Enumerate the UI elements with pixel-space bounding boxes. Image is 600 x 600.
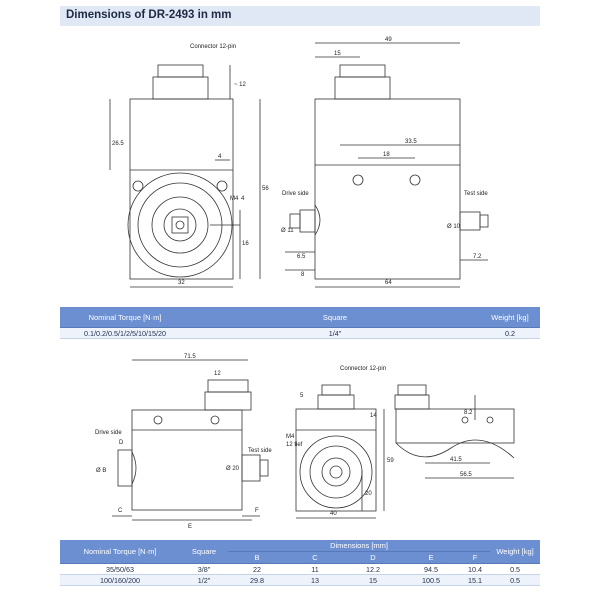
cell-D: 12.2 [344, 563, 402, 575]
cell-B: 22 [228, 563, 286, 575]
dim-40: 40 [330, 511, 337, 517]
header-weight: Weight [kg] [490, 540, 541, 564]
header-square: Square [180, 540, 228, 564]
header-C: C [286, 551, 344, 564]
cell-F: 15.1 [460, 574, 491, 586]
dim-56-5: 56.5 [460, 472, 472, 478]
table-row: 100/160/200 1/2" 29.8 13 15 100.5 15.1 0… [60, 574, 541, 586]
dim-phi-10: Ø 10 [447, 224, 461, 230]
dim-41-5: 41.5 [450, 457, 462, 463]
table-header: Nominal Torque [N·m] Square Dimensions [… [60, 540, 541, 564]
cell-square: 1/4" [190, 327, 480, 339]
label-test-side-bottom: Test side [248, 448, 272, 454]
dim-18: 18 [383, 152, 390, 158]
dim-49: 49 [385, 37, 392, 43]
cell-torque: 100/160/200 [60, 574, 180, 586]
table-row: 0.1/0.2/0.5/1/2/5/10/15/20 1/4" 0.2 [60, 327, 540, 339]
label-drive-side-top: Drive side [282, 191, 309, 197]
cell-weight: 0.5 [490, 574, 541, 586]
dim-phi-B: Ø B [96, 468, 106, 474]
cell-B: 29.8 [228, 574, 286, 586]
dim-7-2: 7.2 [473, 254, 482, 260]
cell-C: 11 [286, 563, 344, 575]
dim-8-2: 8.2 [464, 410, 473, 416]
dim-64: 64 [385, 280, 392, 286]
dim-phi-20: Ø 20 [226, 466, 240, 472]
torque-table-large: Nominal Torque [N·m] Square Dimensions [… [60, 540, 541, 586]
dim-C: C [118, 508, 123, 514]
dim-15: 15 [334, 51, 341, 57]
torque-table-small: Nominal Torque [N·m] Square Weight [kg] … [60, 307, 540, 339]
dim-m4-bottom: M4 [286, 434, 295, 440]
cell-weight: 0.2 [480, 327, 540, 339]
dim-20-bottom: 20 [365, 491, 372, 497]
table-row: 35/50/63 3/8" 22 11 12.2 94.5 10.4 0.5 [60, 563, 541, 575]
header-dimensions: Dimensions [mm] [228, 540, 491, 552]
dim-12-bottom: 12 [214, 371, 221, 377]
cell-square: 3/8" [180, 563, 228, 575]
label-connector-top: Connector 12-pin [190, 44, 236, 50]
cell-torque: 0.1/0.2/0.5/1/2/5/10/15/20 [60, 327, 190, 339]
cell-torque: 35/50/63 [60, 563, 180, 575]
title-bar: Dimensions of DR-2493 in mm [60, 6, 540, 26]
dim-56: 56 [262, 186, 269, 192]
dim-59: 59 [387, 458, 394, 464]
header-square: Square [190, 307, 480, 328]
header-nominal-torque: Nominal Torque [N·m] [60, 307, 190, 328]
dim-14: 14 [370, 413, 377, 419]
dim-4-top: 4 [218, 154, 222, 160]
dim-12-tief: 12 tief [286, 442, 303, 448]
cell-C: 13 [286, 574, 344, 586]
dim-32: 32 [178, 280, 185, 286]
table-subheader: B C D E F [60, 551, 540, 564]
dim-D: D [119, 440, 124, 446]
table-header: Nominal Torque [N·m] Square Weight [kg] [60, 307, 540, 328]
dim-m4b-top: 4 [241, 196, 245, 202]
label-test-side-top: Test side [464, 191, 488, 197]
cell-F: 10.4 [460, 563, 491, 575]
dim-E: E [188, 524, 192, 530]
cell-D: 15 [344, 574, 402, 586]
cell-E: 100.5 [402, 574, 460, 586]
dim-8: 8 [301, 272, 305, 278]
dim-12-top: ~ 12 [234, 82, 247, 88]
header-nominal-torque: Nominal Torque [N·m] [60, 540, 180, 564]
cell-weight: 0.5 [490, 563, 541, 575]
header-B: B [228, 551, 286, 564]
dim-phi-11: Ø 11 [281, 228, 294, 234]
label-drive-side-bottom: Drive side [95, 430, 122, 436]
page-title: Dimensions of DR-2493 in mm [66, 9, 232, 21]
dim-33-5: 33.5 [405, 139, 417, 145]
dim-26-5: 26.5 [112, 141, 124, 147]
cell-square: 1/2" [180, 574, 228, 586]
dim-6-5: 6.5 [297, 254, 306, 260]
dim-71-5: 71.5 [184, 354, 196, 360]
header-E: E [402, 551, 460, 564]
header-D: D [344, 551, 402, 564]
dim-16: 16 [242, 241, 249, 247]
dim-F: F [255, 508, 259, 514]
dim-m4-top: M4 [230, 196, 239, 202]
label-connector-bottom: Connector 12-pin [340, 366, 386, 372]
header-weight: Weight [kg] [480, 307, 540, 328]
cell-E: 94.5 [402, 563, 460, 575]
dim-5-bottom: 5 [300, 393, 304, 399]
header-F: F [460, 551, 491, 564]
